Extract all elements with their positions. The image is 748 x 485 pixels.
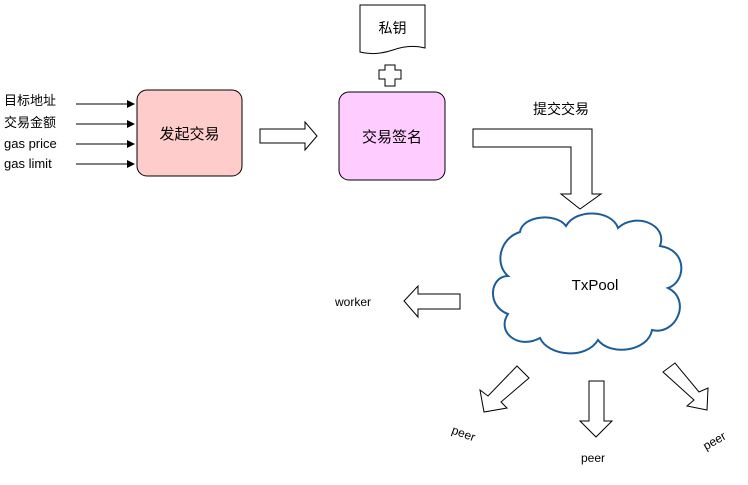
- input-label-gas-price: gas price: [4, 136, 57, 151]
- submit-bent-arrow: [472, 128, 603, 210]
- plus-icon: [378, 64, 402, 87]
- worker-label: worker: [335, 295, 372, 309]
- txpool-cloud: [492, 212, 683, 355]
- txpool-label: TxPool: [571, 276, 619, 294]
- block-arrow-to-sign: [259, 120, 318, 152]
- worker-arrow: [403, 284, 461, 319]
- sign-tx-label: 交易签名: [361, 128, 422, 146]
- submit-tx-label: 提交交易: [533, 101, 589, 117]
- input-label-gas-limit: gas limit: [4, 156, 52, 171]
- peer-arrow-left: [479, 365, 530, 413]
- initiate-tx-box: [136, 89, 243, 177]
- input-label-target-address: 目标地址: [4, 93, 57, 108]
- peer-arrow-middle: [578, 380, 614, 438]
- peer-arrow-right: [662, 362, 709, 411]
- peer-label-middle: peer: [581, 451, 606, 465]
- private-key-label: 私钥: [378, 20, 407, 36]
- input-label-amount: 交易金额: [4, 115, 57, 130]
- private-key-document: [359, 4, 426, 55]
- sign-tx-box: [338, 91, 446, 181]
- initiate-tx-label: 发起交易: [159, 125, 220, 143]
